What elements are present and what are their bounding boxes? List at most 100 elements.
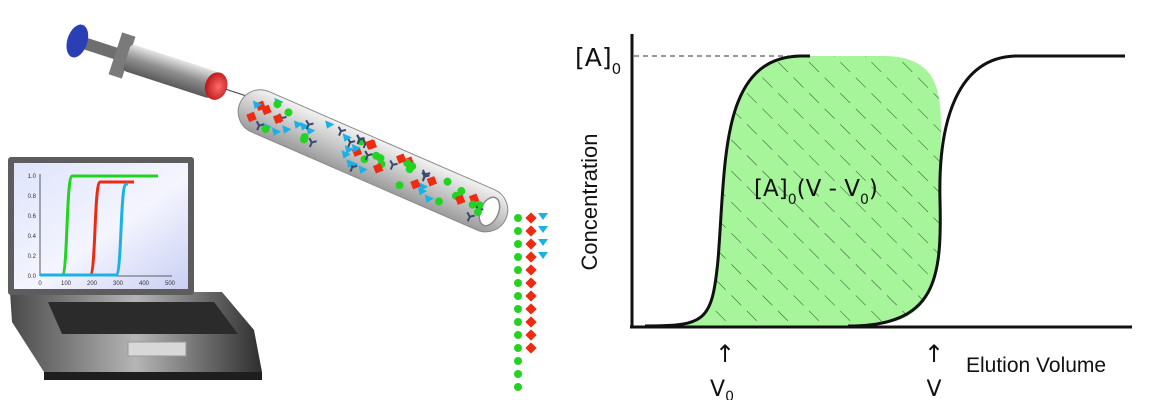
green-molecule [514,279,522,287]
ligand-site [356,134,365,145]
green-molecule [514,344,522,352]
red-molecule [525,264,537,276]
green-molecule [434,197,443,206]
mini-y-tick: 0.4 [28,234,37,240]
cyan-molecule [293,120,304,129]
cyan-molecule [341,150,351,159]
column-particles [246,97,484,222]
syringe-flange [108,32,136,79]
mini-y-tick: 0.6 [28,214,37,220]
chromatography-column [237,89,509,233]
syringe-plunger-knob [66,24,89,58]
red-molecule [525,329,537,341]
green-molecule [473,207,482,216]
laptop-touchpad [127,341,187,357]
area-formula-expr-sub: 0 [860,192,869,208]
v-arrow: ↑ [924,340,944,368]
green-molecule [514,214,522,222]
red-molecule [525,316,537,328]
red-molecule [525,303,537,315]
mini-x-tick: 400 [139,281,150,287]
red-molecule [410,178,421,190]
area-formula-expr: (V - V [797,176,861,202]
green-molecule [457,187,466,196]
laptop: 1.0 0.8 0.6 0.4 0.2 0.0 0 100 200 300 40… [8,157,262,380]
cyan-molecule [351,144,361,153]
green-molecule [300,135,309,144]
laptop-screen [14,163,188,289]
green-molecule [514,370,522,378]
green-molecule [514,331,522,339]
eluate-stream [514,212,548,391]
ligand-site [466,211,475,222]
shaded-area-hatching [645,56,942,326]
x-axis-label: Elution Volume [966,354,1106,377]
cyan-molecule [252,100,263,109]
area-formula-sub: 0 [788,192,797,208]
v0-label: V0 [710,377,734,400]
v-label: V [926,377,941,400]
red-molecule [525,290,537,302]
green-molecule [395,181,404,190]
cyan-molecule [538,213,548,220]
syringe [66,24,268,104]
green-molecule [261,125,270,134]
red-molecule [395,153,407,164]
syringe-barrel [123,44,218,98]
mini-y-tick: 0.2 [28,254,37,260]
area-formula-close: ) [869,176,878,202]
mini-y-tick: 1.0 [28,174,37,180]
cyan-molecule [358,165,368,174]
red-molecule [525,225,537,237]
ligand-site [364,150,373,161]
green-molecule [284,108,293,117]
ligand-site [421,171,430,182]
front-breakthrough-curve [644,54,810,328]
cyan-molecule [538,252,548,259]
rear-breakthrough-curve [847,54,1125,328]
red-molecule [272,113,284,124]
cyan-molecule [424,194,434,203]
red-molecule [372,163,384,174]
ligand-site [346,137,356,148]
ligand-site [308,137,317,148]
v0-label-main: V [710,377,725,400]
v0-arrow: ↑ [715,340,735,368]
ligand-site [337,126,347,137]
green-molecule [514,357,522,365]
mini-y-tick: 0.8 [28,194,37,200]
y-axis-label: Concentration [577,134,602,271]
ligand-site [255,120,265,131]
cyan-molecule [282,125,292,134]
red-molecule [455,194,466,205]
elution-diagram: [A]0 Concentration [A]0(V - V0) ↑ V0 ↑ V… [575,34,1132,400]
green-molecule [514,266,522,274]
ligand-site [389,160,398,170]
green-molecule [514,292,522,300]
ligand-site [305,119,314,130]
v0-label-sub: 0 [725,389,734,400]
red-molecule [365,139,376,150]
green-molecule [273,100,282,109]
cyan-molecule [538,226,548,233]
red-molecule [426,176,438,187]
y-axis-top-label-sub: 0 [612,60,622,78]
y-axis-top-label-main: [A] [575,43,612,72]
green-molecule [372,151,381,160]
area-formula-main: [A] [754,176,788,202]
cyan-molecule [346,159,356,168]
cyan-molecule [344,145,354,154]
cyan-molecule [300,122,310,131]
green-molecule [514,383,522,391]
red-molecule [525,212,537,224]
cyan-molecule [417,186,428,196]
green-molecule [408,162,417,171]
red-molecule [525,277,537,289]
green-molecule [514,253,522,261]
green-molecule [514,240,522,248]
laptop-keyboard [48,302,238,334]
cyan-molecule [325,120,335,129]
syringe-plunger-rod [83,37,125,62]
cyan-molecule [306,126,316,135]
